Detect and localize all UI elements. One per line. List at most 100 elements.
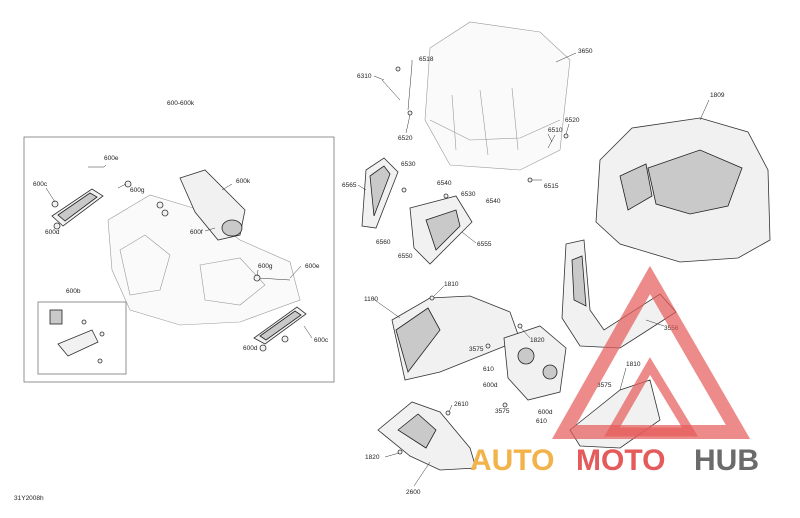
watermark-text-auto: AUTO <box>470 444 554 477</box>
label-6550: 6550 <box>398 253 413 260</box>
main-assembly: 6310 6518 6520 3650 6520 6510 6515 1809 … <box>342 21 771 496</box>
label-1100: 1100 <box>364 296 378 303</box>
leader-1820-b <box>384 452 400 458</box>
fastener-6540 <box>443 193 449 199</box>
headlight-left-lens <box>57 192 98 222</box>
leader-3650 <box>555 52 577 63</box>
clip-a <box>81 319 87 325</box>
label-600f: 600f <box>190 229 203 236</box>
label-1820-a: 1820 <box>530 337 545 344</box>
figure-code: 31Y2008h <box>14 495 44 502</box>
label-6555: 6555 <box>477 241 492 248</box>
label-600g-a: 600g <box>130 187 145 194</box>
leader-2610 <box>448 404 453 413</box>
label-600d-d: 600d <box>538 409 553 416</box>
fairing-3556-edge <box>571 255 587 307</box>
headlight-bulb-left <box>517 347 535 365</box>
label-3650: 3650 <box>578 48 593 55</box>
connector-block <box>49 309 63 325</box>
label-6518-a: 6518 <box>419 56 434 63</box>
leader-6565 <box>357 184 367 191</box>
fastener-3575-a <box>485 343 491 349</box>
inset-frame <box>23 136 335 383</box>
label-6515: 6515 <box>544 183 559 190</box>
label-6565: 6565 <box>342 182 357 189</box>
leader-600e-a <box>103 164 107 168</box>
fastener-1820-b <box>397 449 403 455</box>
label-1810-b: 1810 <box>626 361 641 368</box>
label-6530-a: 6530 <box>401 161 416 168</box>
label-6560: 6560 <box>376 239 391 246</box>
watermark-text-moto: MOTO <box>576 444 665 477</box>
washer-600g-a <box>124 180 132 188</box>
windshield-edge <box>429 119 561 141</box>
label-6520-a: 6520 <box>398 135 413 142</box>
headlight-assembly <box>503 325 567 401</box>
leader-600g-a <box>117 183 127 189</box>
watermark-triangle-inner <box>604 357 698 437</box>
bushing-a <box>156 201 164 209</box>
screw-6520-a <box>407 110 413 116</box>
leader-6555 <box>461 231 477 244</box>
leader-6520-a <box>405 114 411 134</box>
leader-600c-a <box>45 187 56 203</box>
rod-600e-b <box>257 277 291 281</box>
fastener-6530 <box>401 187 407 193</box>
label-1820-b: 1820 <box>365 454 380 461</box>
screw-6310 <box>395 66 401 72</box>
label-600k: 600k <box>236 178 251 185</box>
label-2600: 2600 <box>406 489 421 496</box>
label-600b: 600b <box>66 288 81 295</box>
headlight-right-lens <box>259 310 302 341</box>
leader-1810-a <box>433 285 445 297</box>
leader-600k <box>221 183 233 191</box>
label-2610: 2610 <box>454 401 469 408</box>
grommet-600c-b <box>281 335 289 343</box>
leader-1810-b <box>619 367 627 391</box>
label-3575-a: 3575 <box>469 346 484 353</box>
grommet-600c-a <box>51 200 59 208</box>
leader-2600 <box>413 461 431 487</box>
fairing-1100-shade <box>395 307 441 373</box>
bottom-pan-detail <box>397 413 437 449</box>
watermark-text-hub: HUB <box>694 444 759 477</box>
clip-c <box>97 358 103 364</box>
label-600e-b: 600e <box>305 263 320 270</box>
label-3575-b: 3575 <box>597 382 612 389</box>
fastener-3575-b <box>502 402 508 408</box>
leader-600f <box>204 227 216 232</box>
label-600d-c: 600d <box>483 382 498 389</box>
leader-1820-a <box>520 327 531 339</box>
windshield-ribs <box>451 87 519 156</box>
frame-detail <box>119 234 171 296</box>
label-600d-a: 600d <box>45 229 60 236</box>
label-610-b: 610 <box>536 418 547 425</box>
fastener-1820-a <box>517 323 523 329</box>
rod-6518 <box>407 63 413 111</box>
cowl-vent <box>647 149 743 215</box>
watermark-logo: AUTO MOTO HUB <box>470 265 759 477</box>
headlight-bulb-right <box>542 364 558 380</box>
label-6310: 6310 <box>357 73 372 80</box>
side-panel-inner <box>369 165 391 217</box>
inset-title: 600-600k <box>167 100 195 107</box>
motor-end-cap <box>221 219 243 237</box>
label-6540-b: 6540 <box>486 198 501 205</box>
inset-group: 600-600k <box>23 100 335 383</box>
leader-1809 <box>699 99 710 121</box>
label-6540-a: 6540 <box>437 180 452 187</box>
panel-6555-inner <box>425 209 461 251</box>
grommet-600d-a <box>53 222 61 230</box>
leader-600g-b <box>256 269 259 277</box>
label-600e-a: 600e <box>104 155 119 162</box>
grommet-600d-b <box>259 344 267 352</box>
label-6530-b: 6530 <box>461 191 476 198</box>
leader-3556 <box>645 319 665 327</box>
screw-6515 <box>527 177 533 183</box>
subassembly-box <box>37 301 127 375</box>
bushing-b <box>161 209 169 217</box>
label-1810-a: 1810 <box>444 281 459 288</box>
label-600d-b: 600d <box>243 345 258 352</box>
